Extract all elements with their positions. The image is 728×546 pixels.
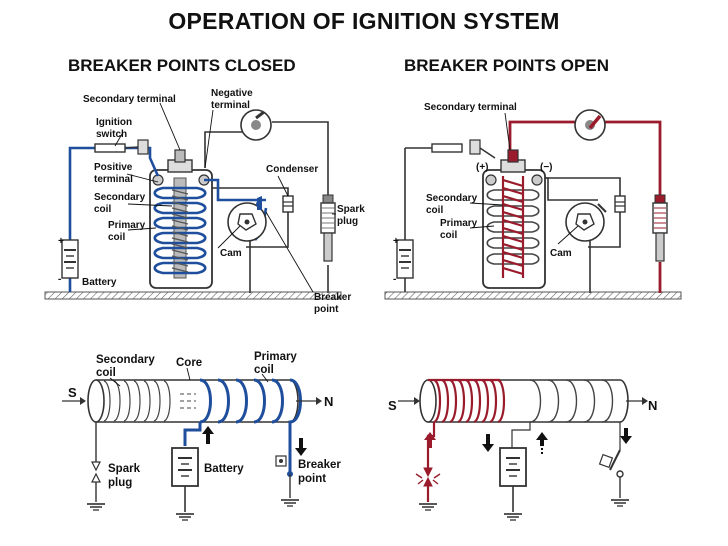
secondary-winding-open bbox=[501, 176, 525, 278]
label-ignition-switch-2: switch bbox=[96, 129, 127, 140]
distributor-cam-icon bbox=[227, 202, 267, 242]
secondary-winding bbox=[171, 189, 189, 273]
battery-schematic-open-icon bbox=[499, 447, 527, 512]
label-battery: Battery bbox=[82, 277, 117, 288]
label-n-pole: N bbox=[324, 394, 333, 409]
label-cam-open: Cam bbox=[550, 248, 572, 259]
label-primary-coil-open-2: coil bbox=[440, 230, 457, 241]
label-negative-terminal-2: terminal bbox=[211, 100, 250, 111]
label-battery-schematic: Battery bbox=[204, 463, 244, 475]
arrow-n-open bbox=[642, 397, 648, 405]
breaker-point-closed-icon bbox=[256, 196, 262, 210]
current-down-arrow-icon bbox=[295, 438, 307, 456]
primary-winding bbox=[153, 186, 207, 275]
closed-circuit-diagram: + - bbox=[44, 88, 365, 315]
label-spark-plug-1: Spark bbox=[337, 204, 365, 215]
wiring bbox=[204, 121, 329, 293]
current-down-arrow-open-icon bbox=[482, 434, 494, 452]
primary-winding-open bbox=[486, 189, 540, 265]
label-spark-plug-2: plug bbox=[337, 216, 358, 227]
battery-open-icon bbox=[396, 239, 414, 279]
spark-plug-schematic-icon bbox=[91, 422, 101, 502]
label-secondary-coil-open-2: coil bbox=[426, 205, 443, 216]
closed-schematic: Secondary coil Core Primary coil S N Spa… bbox=[62, 351, 341, 521]
label-positive-terminal-2: terminal bbox=[94, 174, 133, 185]
ground-chassis bbox=[44, 291, 342, 300]
condenser-icon bbox=[282, 195, 294, 213]
distributor-cam-open-icon bbox=[565, 202, 607, 242]
spark-plug-icon bbox=[320, 194, 336, 262]
leader-lines-schematic bbox=[109, 367, 269, 387]
breaker-point-schematic-icon bbox=[275, 450, 293, 498]
label-condenser: Condenser bbox=[266, 164, 318, 175]
battery-schematic-icon bbox=[171, 447, 199, 512]
spark-plug-open-icon bbox=[652, 194, 668, 262]
label-primary-coil-schematic-2: coil bbox=[254, 364, 274, 376]
label-positive-terminal-1: Positive bbox=[94, 162, 133, 173]
label-spark-plug-schematic-1: Spark bbox=[108, 463, 141, 475]
label-secondary-terminal: Secondary terminal bbox=[83, 94, 176, 105]
distributor-cap-icon bbox=[240, 109, 272, 141]
coil-core-open-icon bbox=[419, 379, 629, 423]
label-core: Core bbox=[176, 357, 202, 369]
battery-icon bbox=[61, 239, 79, 279]
heading-breaker-points-closed: BREAKER POINTS CLOSED bbox=[68, 56, 296, 75]
label-primary-coil-open-1: Primary bbox=[440, 218, 478, 229]
label-breaker-point-schematic-2: point bbox=[298, 473, 326, 485]
label-plus-mark-open: (+) bbox=[476, 162, 489, 173]
current-down-dashed-arrow-icon bbox=[620, 428, 632, 444]
arrow-s bbox=[80, 397, 86, 405]
label-primary-coil-2: coil bbox=[108, 232, 125, 243]
label-breaker-point-schematic-1: Breaker bbox=[298, 459, 341, 471]
label-secondary-coil-open-1: Secondary bbox=[426, 193, 478, 204]
label-secondary-coil-schematic-1: Secondary bbox=[96, 354, 155, 366]
breaker-point-open-icon bbox=[598, 449, 624, 498]
current-up-arrow-icon bbox=[202, 426, 214, 444]
label-secondary-coil-schematic-2: coil bbox=[96, 367, 116, 379]
leader-lines bbox=[114, 102, 336, 293]
open-circuit-diagram: + - bbox=[384, 102, 682, 300]
heading-breaker-points-open: BREAKER POINTS OPEN bbox=[404, 56, 609, 75]
label-ignition-switch-1: Ignition bbox=[96, 117, 132, 128]
primary-coil-loops bbox=[183, 378, 302, 450]
battery-plus-sign: + bbox=[58, 236, 64, 247]
leader-lines-open bbox=[469, 112, 579, 245]
ignition-coil-open-icon bbox=[482, 149, 546, 289]
coil-core-icon bbox=[87, 379, 299, 423]
label-primary-coil-schematic-1: Primary bbox=[254, 351, 297, 363]
label-secondary-coil-2: coil bbox=[94, 204, 111, 215]
label-minus-mark-open: (−) bbox=[540, 162, 553, 173]
battery-open-plus-sign: + bbox=[393, 236, 399, 247]
page-title: OPERATION OF IGNITION SYSTEM bbox=[168, 8, 560, 34]
secondary-coil-loops-open bbox=[426, 378, 506, 502]
label-s-pole: S bbox=[68, 385, 77, 400]
label-breaker-point-2: point bbox=[314, 304, 339, 315]
spark-icon bbox=[415, 467, 441, 487]
label-spark-plug-schematic-2: plug bbox=[108, 477, 132, 489]
battery-minus-sign: - bbox=[58, 274, 61, 285]
label-primary-coil-1: Primary bbox=[108, 220, 146, 231]
label-s-pole-open: S bbox=[388, 398, 397, 413]
label-negative-terminal-1: Negative bbox=[211, 88, 253, 99]
current-up-dashed-arrow-icon bbox=[536, 432, 548, 446]
wiring-open bbox=[404, 147, 621, 293]
label-breaker-point-1: Breaker bbox=[314, 292, 351, 303]
label-n-pole-open: N bbox=[648, 398, 657, 413]
label-secondary-coil-1: Secondary bbox=[94, 192, 146, 203]
distributor-cap-open-icon bbox=[574, 109, 606, 141]
open-schematic: S N bbox=[388, 378, 657, 521]
condenser-open-icon bbox=[614, 195, 626, 213]
battery-open-minus-sign: - bbox=[393, 274, 396, 285]
arrow-s-open bbox=[414, 397, 420, 405]
ignition-switch-open-icon bbox=[431, 139, 481, 155]
label-secondary-terminal-open: Secondary terminal bbox=[424, 102, 517, 113]
current-up-arrow-open-icon bbox=[424, 432, 436, 448]
ignition-switch-icon bbox=[94, 139, 149, 155]
label-cam: Cam bbox=[220, 248, 242, 259]
ground-chassis-open bbox=[384, 291, 682, 300]
arrow-n bbox=[316, 397, 322, 405]
